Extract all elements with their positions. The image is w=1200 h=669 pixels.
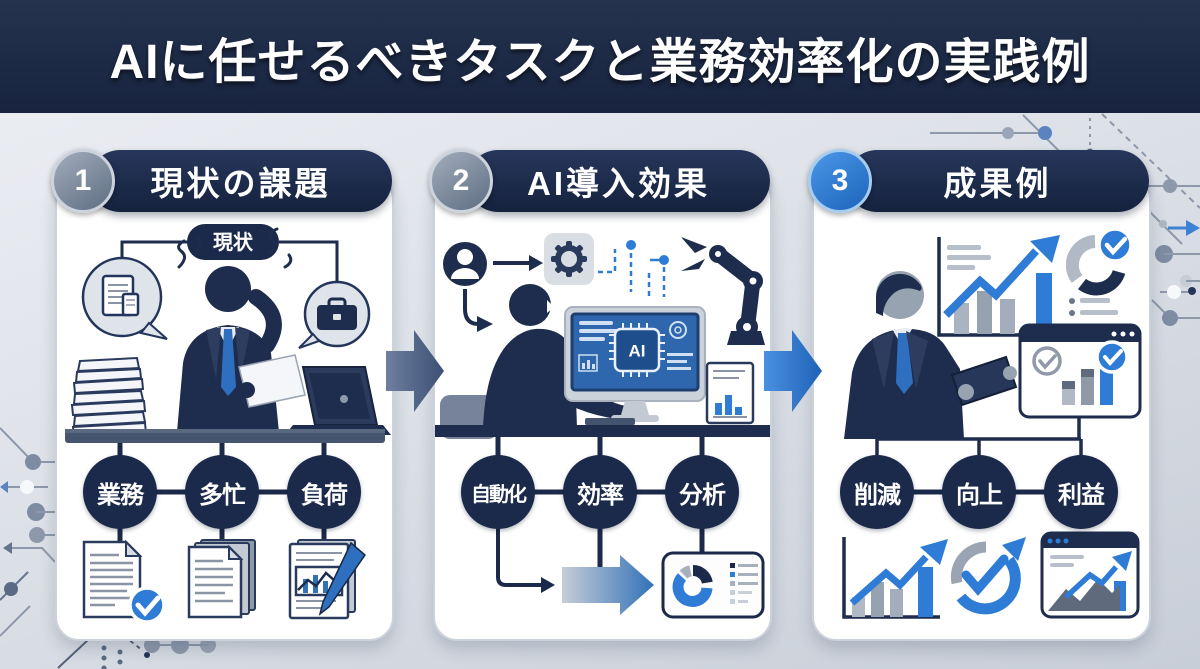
- check-badge: [128, 586, 166, 624]
- panel-header: AI導入効果: [467, 150, 770, 212]
- panel1-illustration: 現状: [65, 224, 391, 624]
- paper-stack-icon: [70, 356, 148, 439]
- connector-lines: [875, 417, 1083, 458]
- briefcase-bubble-icon: [298, 280, 371, 349]
- panel-ai-effects: 2 AI導入効果: [429, 149, 772, 641]
- curve-arrow-icon: [463, 289, 493, 332]
- panel-current-issues: 1 現状の課題 現状: [51, 149, 394, 641]
- tag-bracket-lines: [120, 240, 339, 282]
- check-icon: [1103, 349, 1123, 367]
- panel-header: 成果例: [846, 150, 1149, 212]
- arrow-right-icon: [493, 255, 543, 271]
- monitor-ai-icon: AI: [564, 306, 706, 422]
- panel-number-badge: 1: [51, 149, 115, 213]
- panel3-illustration: [842, 227, 1142, 619]
- panel-results: 3 成果例: [808, 149, 1151, 641]
- report-pen-icon: [288, 539, 367, 620]
- stress-squiggle-icon: [177, 227, 293, 269]
- desk: [65, 429, 385, 443]
- gear-icon: [544, 233, 594, 285]
- laptop-icon: [285, 366, 391, 435]
- panel-header: 現状の課題: [89, 150, 392, 212]
- panel-number-badge: 2: [429, 149, 493, 213]
- stressed-worker-illustration: [177, 266, 306, 432]
- keyword-circle: 削減: [840, 455, 914, 529]
- panel-number-badge: 3: [808, 149, 872, 213]
- document-bubble-icon: [81, 256, 168, 340]
- panel-header-label: AI導入効果: [527, 165, 710, 202]
- check-icon: [135, 595, 161, 617]
- bar-chart-doc-icon: [705, 361, 755, 425]
- keyword-circle: 多忙: [185, 455, 259, 529]
- arrow-right-icon: [764, 330, 822, 412]
- dashboard-window-icon: [1018, 323, 1142, 419]
- panel2-illustration: AI: [435, 233, 770, 619]
- keyword-circle: 利益: [1044, 455, 1118, 529]
- elbow-arrow-icon: [496, 527, 555, 593]
- keyword-circle: 向上: [942, 455, 1016, 529]
- ai-chip-label: AI: [629, 342, 646, 361]
- growth-chart-icon: [937, 235, 1066, 337]
- panel-header-label: 現状の課題: [150, 165, 331, 202]
- keyword-circle: 業務: [83, 455, 157, 529]
- keyword-circle: 分析: [665, 455, 739, 529]
- circular-check-icon: [950, 537, 1026, 615]
- donut-check-icon: [1065, 227, 1133, 316]
- donut-chart-card-icon: [661, 551, 765, 619]
- bar-growth-icon: [842, 537, 948, 619]
- businessman-tablet-illustration: [844, 271, 1018, 439]
- title-bar: AIに任せるべきタスクと業務効率化の実践例: [0, 0, 1200, 113]
- check-icon: [961, 554, 1009, 596]
- page-title: AIに任せるべきタスクと業務効率化の実践例: [109, 35, 1091, 89]
- panel-header-label: 成果例: [943, 165, 1052, 202]
- chip-pins: [609, 323, 665, 377]
- check-icon: [1104, 236, 1128, 256]
- step-arrow-1: [386, 330, 444, 412]
- arrow-right-icon: [386, 330, 444, 412]
- circuit-trace-icon: [598, 240, 669, 299]
- user-icon: [443, 242, 487, 286]
- robot-arm-icon: [681, 237, 765, 345]
- connector-lines: [495, 437, 705, 569]
- circuit-decoration-right-edge: [1151, 245, 1200, 326]
- status-tag-label: 現状: [213, 230, 254, 254]
- keyword-circle: 自動化: [461, 455, 535, 529]
- keyword-circle: 効率: [563, 455, 637, 529]
- checked-document-icon: [82, 539, 166, 624]
- window-growth-icon: [1040, 531, 1140, 619]
- keyword-circle: 負荷: [287, 455, 361, 529]
- circuit-decoration-left-edge: [0, 427, 56, 637]
- desk: [435, 418, 770, 437]
- step-arrow-2: [764, 330, 822, 412]
- circuit-decoration-top-right: [930, 113, 1200, 245]
- document-stack-icon: [187, 539, 256, 619]
- status-tag: 現状: [187, 224, 279, 260]
- pen-icon: [318, 541, 367, 616]
- flow-arrow-icon: [562, 555, 654, 615]
